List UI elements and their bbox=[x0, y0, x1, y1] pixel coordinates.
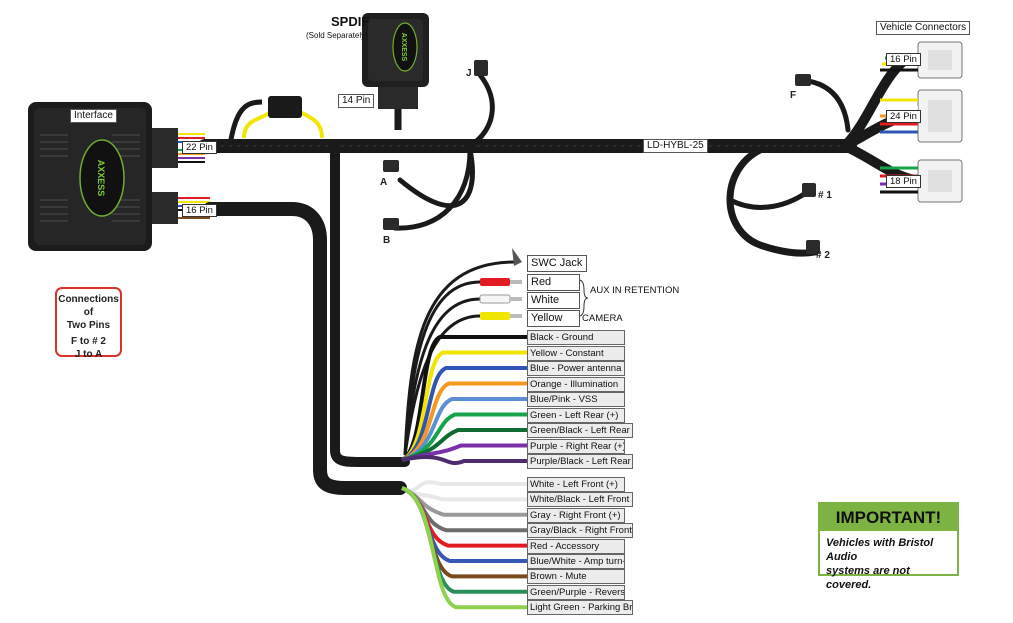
upper-wire-label-7: Purple - Right Rear (+) bbox=[527, 438, 625, 454]
connector-a-label: A bbox=[380, 177, 388, 188]
svg-text:AXXESS: AXXESS bbox=[96, 160, 106, 197]
connector-2-label: # 2 bbox=[816, 250, 830, 261]
rca-white-label: White bbox=[527, 292, 580, 309]
camera-label: CAMERA bbox=[582, 313, 623, 324]
connections-note: Connections of Two Pins F to # 2 J to A bbox=[55, 287, 122, 360]
spdif-pin-label: 14 Pin bbox=[338, 94, 375, 108]
connector-b-label: B bbox=[383, 235, 391, 246]
svg-text:AXXESS: AXXESS bbox=[400, 33, 407, 62]
connector-j-label: J bbox=[466, 68, 472, 79]
spdif-module: AXXESS bbox=[362, 13, 429, 130]
lower-wire-fan bbox=[401, 480, 527, 610]
lower-wire-label-2: Gray - Right Front (+) bbox=[527, 507, 625, 523]
connector-f-label: F bbox=[790, 90, 797, 101]
small-plugs bbox=[383, 60, 820, 254]
important-text: Vehicles with Bristol Audio systems are … bbox=[820, 531, 957, 592]
vehicle-pin18-label: 18 Pin bbox=[886, 175, 921, 188]
connections-line1: F to # 2 bbox=[70, 336, 106, 347]
lower-wire-1 bbox=[401, 486, 527, 502]
interface-module: AXXESS bbox=[28, 102, 178, 251]
upper-wire-label-6: Green/Black - Left Rear (-) bbox=[527, 423, 633, 438]
main-harness bbox=[198, 55, 920, 495]
connections-line2: J to A bbox=[74, 349, 103, 360]
lower-wire-0 bbox=[401, 480, 527, 493]
rca-plugs bbox=[479, 248, 522, 320]
swc-jack-label: SWC Jack bbox=[527, 255, 587, 272]
upper-wire-label-8: Purple/Black - Left Rear (-) bbox=[527, 454, 633, 469]
interface-label: Interface bbox=[70, 109, 117, 123]
lower-wire-label-6: Brown - Mute bbox=[527, 569, 625, 585]
important-line2: systems are not covered. bbox=[826, 565, 910, 591]
upper-wire-label-5: Green - Left Rear (+) bbox=[527, 407, 625, 423]
upper-wire-label-3: Orange - Illumination bbox=[527, 376, 625, 392]
vehicle-pin24-label: 24 Pin bbox=[886, 110, 921, 123]
rca-wires bbox=[403, 260, 516, 456]
lower-wire-label-1: White/Black - Left Front (-) bbox=[527, 492, 633, 508]
upper-wire-8 bbox=[401, 455, 527, 466]
upper-wire-label-2: Blue - Power antenna bbox=[527, 361, 625, 376]
rca-yellow-label: Yellow bbox=[527, 310, 580, 327]
upper-wire-fan bbox=[400, 335, 527, 466]
lower-wire-label-8: Light Green - Parking Brake bbox=[527, 600, 633, 616]
vehicle-connector-blocks bbox=[917, 41, 963, 203]
lower-wire-label-5: Blue/White - Amp turn-on bbox=[527, 554, 625, 569]
connections-title2: Two Pins bbox=[66, 320, 111, 331]
interface-pin22-label: 22 Pin bbox=[182, 141, 217, 154]
upper-wire-label-1: Yellow - Constant bbox=[527, 345, 625, 361]
lower-wire-8 bbox=[401, 486, 527, 610]
aux-retention-label: AUX IN RETENTION bbox=[590, 285, 680, 296]
fuse-holder bbox=[227, 96, 324, 146]
lower-wire-label-7: Green/Purple - Reverse bbox=[527, 584, 625, 600]
aux-bracket bbox=[578, 279, 589, 317]
lower-wire-label-3: Gray/Black - Right Front (-) bbox=[527, 523, 633, 539]
vehicle-connectors-title: Vehicle Connectors bbox=[876, 21, 971, 35]
upper-wire-label-0: Black - Ground bbox=[527, 330, 625, 345]
spdif-note: (Sold Separately) bbox=[306, 31, 368, 40]
connections-title1: Connections of bbox=[58, 294, 119, 318]
important-notice: IMPORTANT! Vehicles with Bristol Audio s… bbox=[818, 502, 959, 591]
spdif-title: SPDIF bbox=[331, 14, 370, 29]
upper-wire-label-4: Blue/Pink - VSS bbox=[527, 392, 625, 407]
important-title: IMPORTANT! bbox=[820, 504, 957, 531]
lower-wire-label-0: White - Left Front (+) bbox=[527, 477, 625, 492]
interface-pin16-label: 16 Pin bbox=[182, 204, 217, 217]
lower-wire-label-4: Red - Accessory bbox=[527, 538, 625, 554]
harness-label: LD-HYBL-25 bbox=[643, 139, 708, 153]
important-line1: Vehicles with Bristol Audio bbox=[826, 537, 934, 563]
connector-1-label: # 1 bbox=[818, 190, 832, 201]
vehicle-pin16-label: 16 Pin bbox=[886, 53, 921, 66]
rca-red-label: Red bbox=[527, 274, 580, 291]
